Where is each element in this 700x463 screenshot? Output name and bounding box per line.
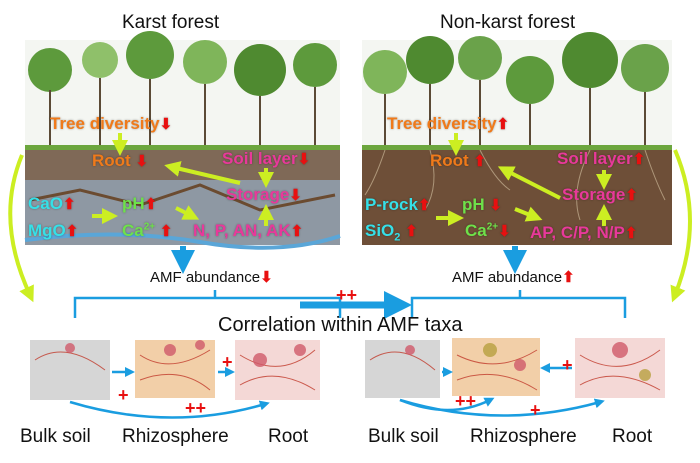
label: AMF abundance [452,269,563,286]
subscript: 2 [394,231,401,244]
label: Soil layer [557,149,633,168]
plus-sign: + [530,400,541,420]
up-arrow-icon: ⬆ [496,116,510,133]
nonkarst-amf-abundance: AMF abundance⬆ [452,268,575,286]
nonkarst-sio2: SiO2 ⬆ [365,221,418,243]
karst-soil-layer: Soil layer⬇ [222,149,310,169]
superscript: 2+ [486,221,499,233]
karst-rhizosphere-label: Rhizosphere [122,426,229,447]
label: Root [430,151,469,170]
label: AP, C/P, N/P [530,223,625,242]
down-arrow-icon: ⬇ [159,116,173,133]
label: Storage [226,185,290,204]
label: MgO [28,221,66,240]
nonkarst-root-label: Root [612,426,653,447]
karst-title: Karst forest [122,12,220,33]
down-arrow-icon: ⬇ [498,223,511,240]
label: Tree diversity [387,114,497,133]
nonkarst-ph: pH ⬇ [462,195,502,215]
up-arrow-icon: ⬆ [65,223,79,240]
karst-forest-illustration [24,31,341,250]
plus-sign: + [222,352,233,372]
relationship-arrows [92,133,612,226]
label: P-rock [365,195,418,214]
karst-storage: Storage⬇ [226,185,302,205]
up-arrow-icon: ⬆ [625,187,638,204]
label: CaO [28,194,63,213]
nonkarst-soil-layer: Soil layer⬆ [557,149,645,169]
up-arrow-icon: ⬆ [562,269,575,286]
karst-bulk-soil-label: Bulk soil [20,426,91,447]
nonkarst-ca: Ca2+⬇ [465,221,511,241]
nonkarst-storage: Storage⬆ [562,185,638,205]
up-arrow-icon: ⬆ [417,197,431,214]
nonkarst-nutrients: AP, C/P, N/P⬆ [530,223,637,243]
up-arrow-icon: ⬆ [290,223,304,240]
label: SiO [365,221,395,240]
karst-nutrients: N, P, AN, AK⬆ [193,221,303,241]
down-arrow-icon: ⬇ [260,269,273,286]
nonkarst-title: Non-karst forest [440,12,576,33]
up-arrow-icon: ⬆ [473,153,487,170]
nonkarst-prock: P-rock⬆ [365,195,431,215]
nonkarst-tree-diversity: Tree diversity⬆ [387,114,509,134]
karst-ph: pH⬆ [122,194,157,214]
plusplus-label: ++ [336,285,358,305]
bottom-correlation-arrows [69,363,605,419]
plus-sign: + [118,385,129,405]
up-arrow-icon: ⬆ [624,225,638,242]
up-arrow-icon: ⬆ [62,196,76,213]
karst-cao: CaO⬆ [28,194,76,214]
amf-micrographs [30,338,665,400]
label: Ca [465,221,487,240]
label: Storage [562,185,626,204]
plus-sign: ++ [185,398,207,418]
down-arrow-icon: ⬇ [289,187,302,204]
plus-sign: + [562,355,573,375]
up-arrow-icon: ⬆ [405,223,418,240]
karst-ca: Ca2+ ⬆ [122,221,172,241]
label: Root [92,151,131,170]
label: AMF abundance [150,269,261,286]
superscript: 2+ [143,221,156,233]
left-curved-arrow [8,154,34,303]
down-arrow-icon: ⬇ [297,151,311,168]
plus-sign: ++ [455,391,477,411]
karst-root: Root ⬇ [92,151,148,171]
nonkarst-rhizosphere-label: Rhizosphere [470,426,577,447]
nonkarst-root: Root ⬆ [430,151,486,171]
up-arrow-icon: ⬆ [144,196,158,213]
karst-mgo: MgO⬆ [28,221,78,241]
up-arrow-icon: ⬆ [159,223,173,240]
label: pH [462,195,485,214]
karst-tree-diversity: Tree diversity⬇ [50,114,172,134]
label: pH [122,194,145,213]
down-arrow-icon: ⬇ [135,153,149,170]
up-arrow-icon: ⬆ [632,151,646,168]
correlation-label: Correlation within AMF taxa [218,314,463,336]
label: Soil layer [222,149,298,168]
label: N, P, AN, AK [193,221,291,240]
right-curved-arrow [670,149,692,303]
nonkarst-bulk-soil-label: Bulk soil [368,426,439,447]
label: Ca [122,221,144,240]
non-karst-forest-illustration [362,32,672,245]
karst-root-label: Root [268,426,309,447]
label: Tree diversity [50,114,160,133]
karst-amf-abundance: AMF abundance⬇ [150,268,273,286]
down-arrow-icon: ⬇ [489,197,502,214]
